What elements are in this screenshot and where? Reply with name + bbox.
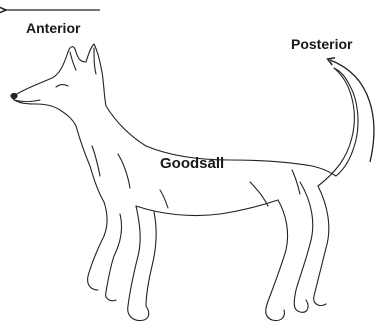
goodsall-label: Goodsall: [160, 155, 224, 172]
posterior-arrow: [330, 60, 374, 162]
posterior-label: Posterior: [291, 36, 352, 52]
anterior-label: Anterior: [26, 20, 80, 36]
dog-outline: [11, 44, 358, 321]
